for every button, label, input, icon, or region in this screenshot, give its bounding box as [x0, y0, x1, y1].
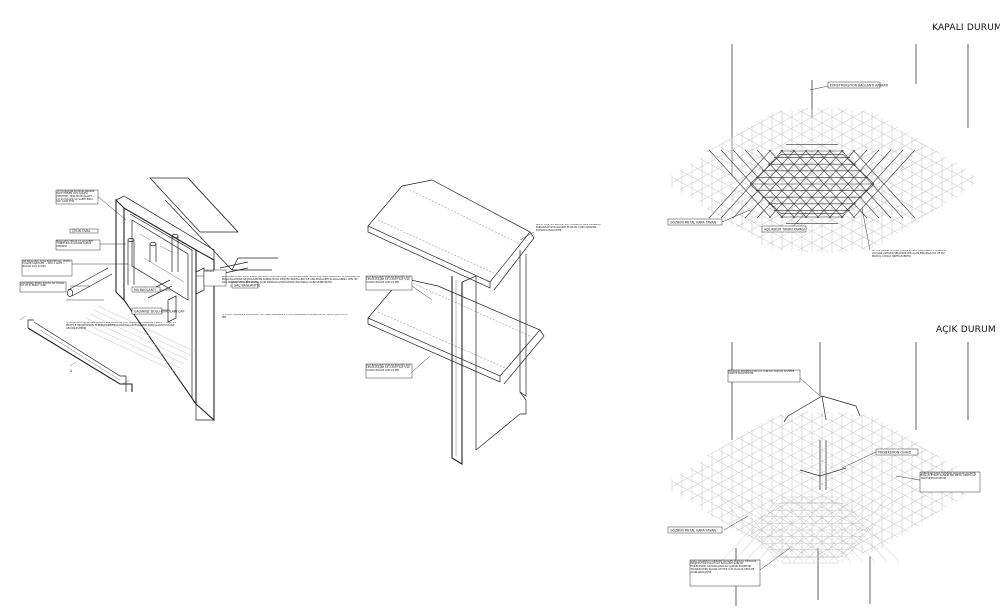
callout-projector-device: PROJEKSİYON CİHAZI	[878, 450, 911, 455]
note-hexagon-area: METAL GÖZBEN KARA TAVAN İÇİNDE BİRKENARI…	[872, 250, 946, 258]
note-galvanized-profiles: GALVANİZ BORU PROFİLLERI RAYLARI TAŞIYAN…	[222, 276, 360, 284]
callout-hydraulic-projector-top: HİDROLİK PROJEKSİYON ÜST TABLASI TAŞIYIC…	[728, 370, 795, 376]
closed-view-callouts: KONSTRÜKSİYON BAĞLANTI APARATI GÖZBEN ME…	[667, 81, 946, 258]
note-rail-carrier: RAYIZ TAŞIYICI KAYAN HER YUKARITA DAN DE…	[536, 224, 601, 232]
callout-center: MERKEZ	[204, 270, 215, 273]
middle-detail-callouts: RAYIZ TAŞIYICI KAYAN HER YUKARITA DAN DE…	[365, 224, 601, 379]
open-ceiling-view	[671, 342, 974, 606]
callout-rail-connection-bottom: RAY BAĞLANTI TOPLAR BORUSU SAC LEVHA PUL…	[366, 364, 411, 372]
callout-openable-ceiling-cover: AÇILABİLİR TAVAN KAPAĞI	[764, 227, 805, 232]
note-hexagon-opening-reinforcement: ŞABLOLAN KARA TAVANDA AÇILACAK ALTIGEN B…	[920, 472, 977, 481]
closed-ceiling-grid	[671, 107, 974, 253]
callout-solid-pipes: GALVANİZ DOLU BORULARI ÇAP	[134, 309, 184, 314]
svg-text:A: A	[70, 369, 73, 373]
callout-galvanized-pipe: GALVANİZLİ BORU PROFİL SİT HALKA İLE VE …	[20, 282, 65, 288]
callout-steel-oval: ÇELİK OVAL	[72, 228, 91, 233]
note-hollow-pipe: İÇ BOŞLUKLU GALVANİZ BORU PROFİLİ RAYIN …	[66, 322, 176, 330]
callout-metal-grid-ceiling-closed: GÖZBEN METAL KARA TAVAN	[670, 220, 717, 225]
open-view-callouts: HİDROLİK PROJEKSİYON ÜST TABLASI TAŞIYIC…	[667, 369, 981, 587]
title-closed-state: KAPALI DURUM	[932, 23, 1000, 33]
note-solid-pipes-drilling: İÇ DOLU GALVANİZ BORULAR, UÇ TARAFLARIND…	[222, 314, 348, 319]
callout-hinge-plate: 10 PLAKADAN KAYNAKLANARAK ELDE EDİLEN AK…	[56, 190, 95, 204]
note-hexagon-module-cable: KARA TAVANIN ÜÇGENDEN ALTIGEN MODÜLÜ HİD…	[690, 560, 757, 575]
closed-hexagon-module	[708, 144, 916, 224]
title-open-state: AÇIK DURUM	[936, 325, 996, 335]
callout-m4-connection: M4 BAĞLANTI	[134, 287, 156, 292]
middle-rail-shelf-detail	[367, 179, 545, 465]
callout-rail-connection-top: RAY BAĞLANTI TOPLAR BORUSU SAC LEVHA PUL…	[366, 276, 411, 284]
left-detail-callouts: 10 PLAKADAN KAYNAKLANARAK ELDE EDİLEN AK…	[19, 189, 360, 330]
callout-m4-opening: M4 BAĞLANTI AÇIĞI BURUMI SAC LEVHA PULLE…	[22, 260, 71, 268]
callout-construction-bracket: KONSTRÜKSİYON BAĞLANTI APARATI	[830, 83, 888, 88]
left-rail-bracket-detail: A	[19, 177, 278, 422]
callout-plate-connection: SAÇ BAĞLANTIN	[234, 283, 261, 288]
callout-connection-point: BAĞLANTI YERİ Ø 47 CM DİKEY YÖNDE BİR GA…	[56, 240, 94, 248]
callout-metal-grid-ceiling-open: GÖZBEN METAL KARA TAVAN	[670, 528, 717, 533]
closed-ceiling-view	[671, 44, 974, 253]
open-hexagon-module	[720, 496, 900, 564]
